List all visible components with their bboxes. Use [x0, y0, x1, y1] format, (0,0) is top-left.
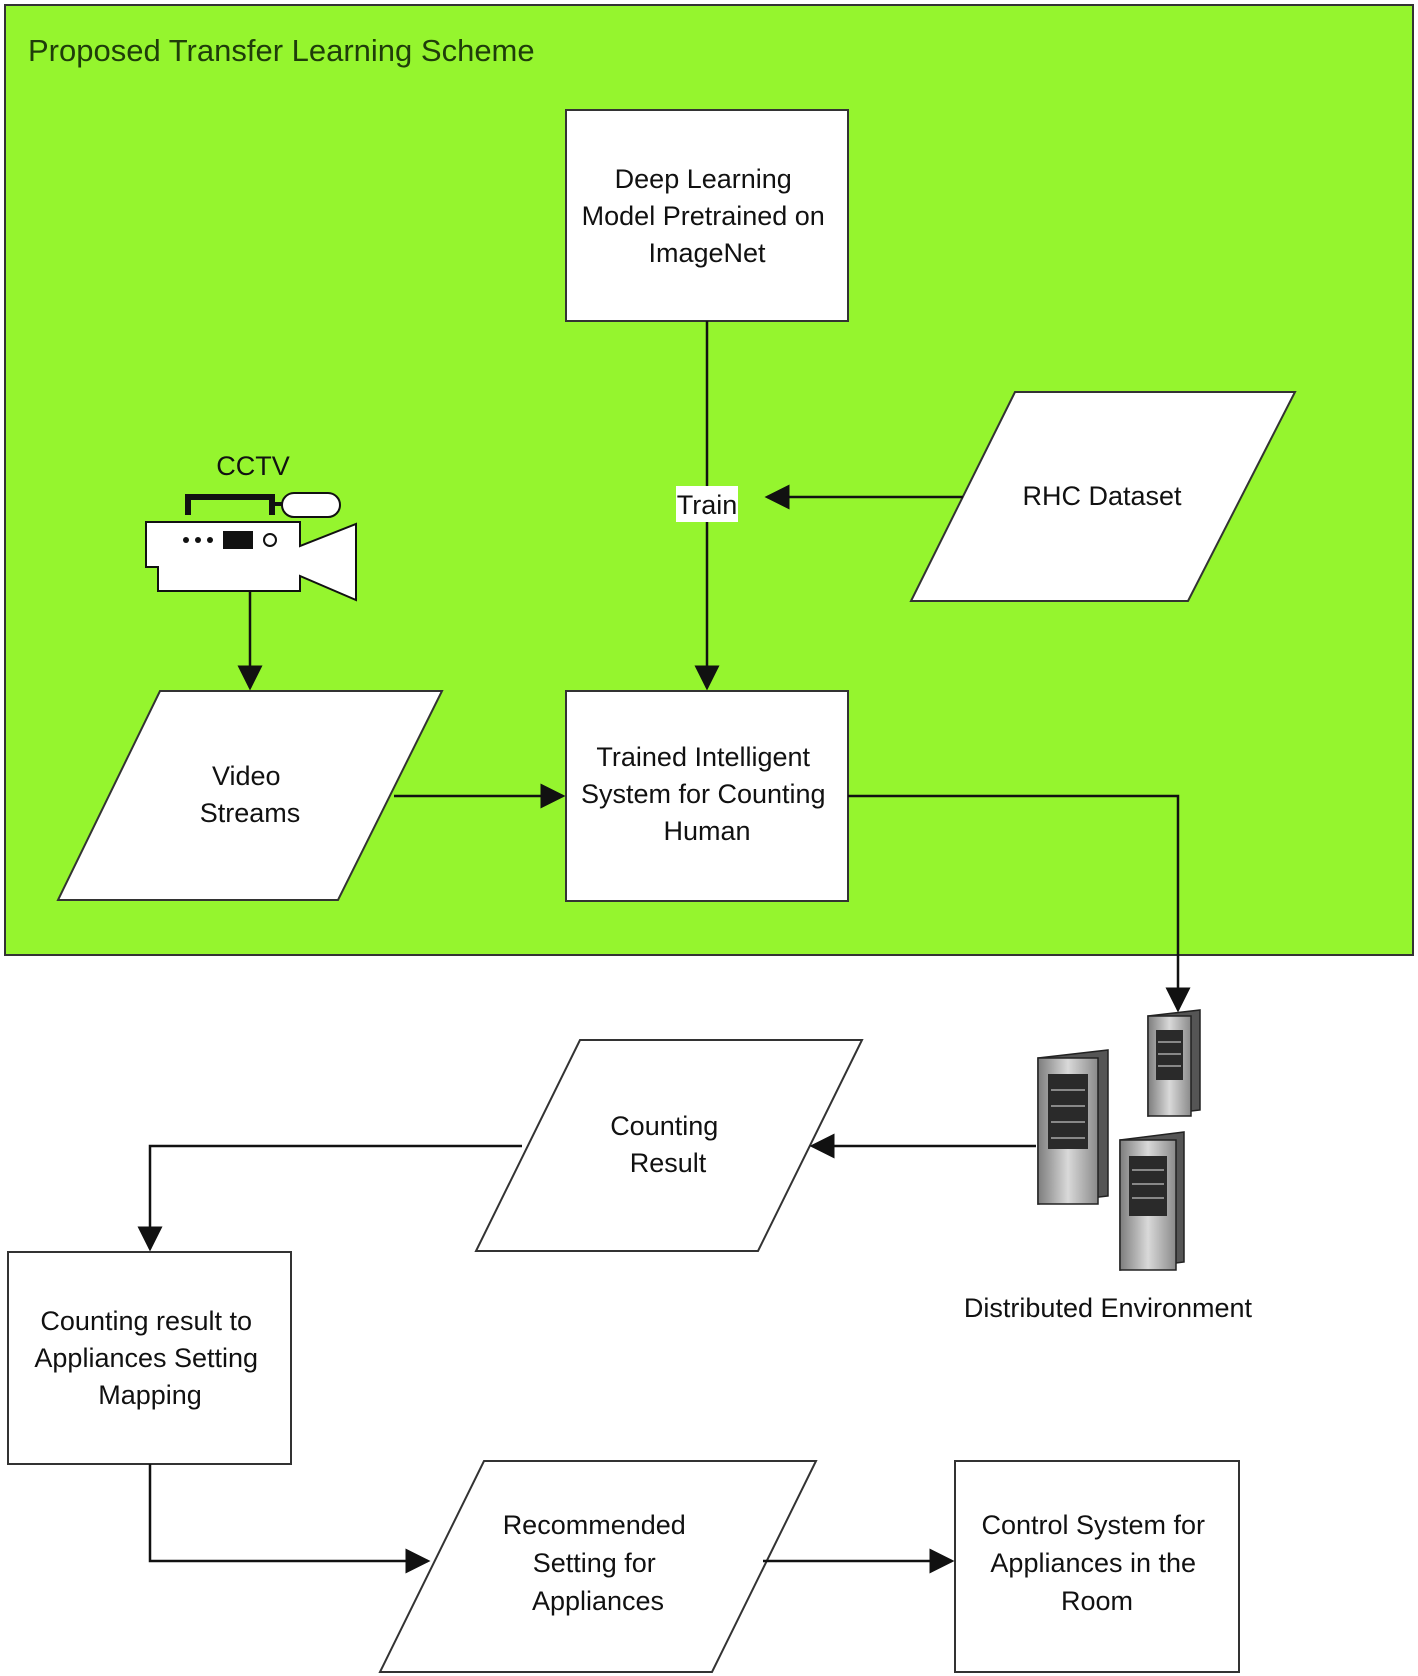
rhc-dataset-label: RHC Dataset — [1022, 481, 1182, 511]
recommended-setting-line: Setting for — [533, 1548, 656, 1578]
edge-trained-to-servers — [848, 794, 1191, 1013]
cctv-label: CCTV — [216, 451, 290, 481]
pretrained-model-line: ImageNet — [648, 238, 766, 268]
trained-system-line: Human — [663, 816, 750, 846]
mapping-line: Counting result to — [40, 1306, 252, 1336]
svg-text:Counting Result: Counting Result — [610, 1111, 726, 1178]
counting-result-line: Counting — [610, 1111, 718, 1141]
counting-result-parallelogram: Counting Result — [474, 1039, 864, 1252]
edges — [137, 321, 1191, 1574]
distributed-environment-label: Distributed Environment — [964, 1293, 1253, 1323]
counting-result-line: Result — [630, 1148, 707, 1178]
video-streams-line: Streams — [200, 798, 301, 828]
edge-result-to-mapping — [137, 1144, 522, 1252]
recommended-setting-parallelogram: Recommended Setting for Appliances — [378, 1460, 818, 1673]
trained-system-line: Trained Intelligent — [596, 742, 810, 772]
svg-text:Deep Learning Model Pret: Deep Learning Model Pretrained on ImageN… — [582, 164, 833, 268]
svg-text:Counting result to Appli: Counting result to Appliances Setting Ma… — [34, 1306, 265, 1410]
mapping-line: Appliances Setting — [34, 1343, 258, 1373]
recommended-setting-line: Recommended — [503, 1510, 686, 1540]
rhc-dataset-parallelogram: RHC Dataset — [909, 391, 1297, 602]
video-camera-icon — [145, 492, 357, 602]
control-system-line: Control System for — [981, 1510, 1205, 1540]
svg-text:Control System for Appli: Control System for Appliances in the Roo… — [981, 1510, 1212, 1616]
svg-text:Recommended Setting for: Recommended Setting for Appliances — [503, 1510, 694, 1616]
video-streams-line: Video — [212, 761, 281, 791]
scheme-title: Proposed Transfer Learning Scheme — [28, 33, 535, 68]
control-system-box: Control System for Appliances in the Roo… — [954, 1460, 1240, 1673]
distributed-environment: Distributed Environment — [964, 1009, 1253, 1323]
svg-text:RHC Dataset: RHC Dataset — [1022, 481, 1182, 511]
cctv-camera: CCTV — [145, 451, 357, 602]
trained-system-line: System for Counting — [581, 779, 826, 809]
svg-text:Video Streams: Video Streams — [200, 761, 301, 828]
svg-text:Trained Intelligent Syst: Trained Intelligent System for Counting … — [581, 742, 833, 846]
mapping-box: Counting result to Appliances Setting Ma… — [7, 1251, 292, 1465]
pretrained-model-box: Deep Learning Model Pretrained on ImageN… — [565, 109, 849, 322]
server-cluster-icon — [1037, 1009, 1201, 1271]
trained-system-box: Trained Intelligent System for Counting … — [565, 690, 849, 902]
mapping-line: Mapping — [98, 1380, 202, 1410]
train-edge-label: Train — [676, 486, 738, 522]
control-system-line: Room — [1061, 1586, 1133, 1616]
control-system-line: Appliances in the — [990, 1548, 1196, 1578]
pretrained-model-line: Deep Learning — [615, 164, 792, 194]
recommended-setting-line: Appliances — [532, 1586, 664, 1616]
video-streams-parallelogram: Video Streams — [56, 690, 444, 901]
train-label: Train — [677, 490, 738, 520]
edge-mapping-to-recommended — [148, 1464, 431, 1574]
pretrained-model-line: Model Pretrained on — [582, 201, 825, 231]
